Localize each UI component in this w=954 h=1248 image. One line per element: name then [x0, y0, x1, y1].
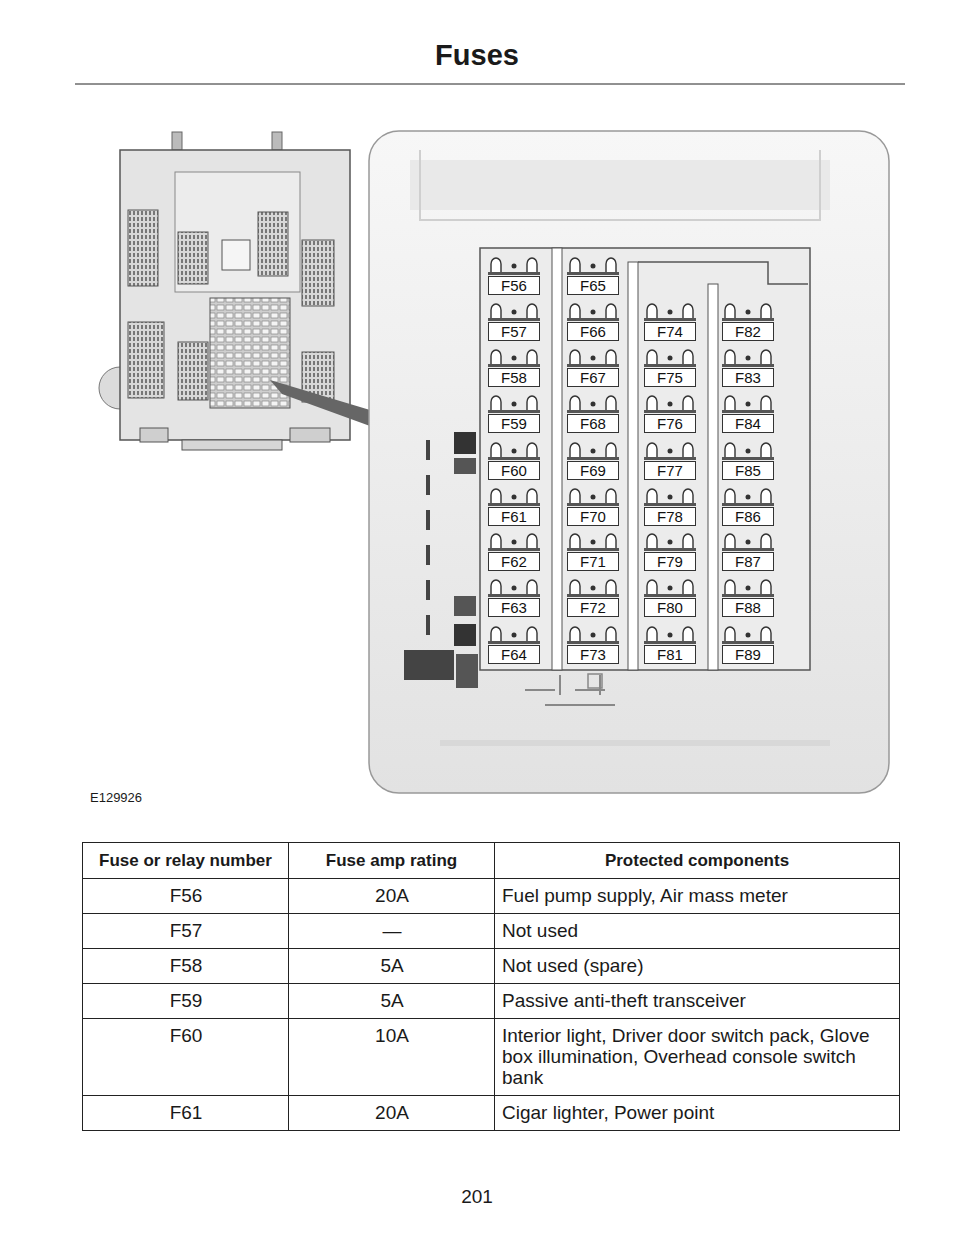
fuse-holder	[644, 443, 696, 460]
table-header: Fuse or relay number	[99, 851, 272, 870]
fuse-holder	[488, 304, 540, 321]
fuse-holder	[488, 534, 540, 551]
table-cell: Fuel pump supply, Air mass meter	[502, 885, 788, 906]
fuse-label: F72	[567, 598, 619, 617]
fuse-label: F64	[488, 645, 540, 664]
fuse-label: F67	[567, 368, 619, 387]
table-cell: F61	[170, 1102, 203, 1123]
fuse-table: Fuse or relay number Fuse amp rating Prote…	[82, 842, 900, 1131]
fuse-label: F68	[567, 414, 619, 433]
fuse-holder	[567, 489, 619, 506]
fuse-holder	[488, 489, 540, 506]
fuse-label: F76	[644, 414, 696, 433]
fuse-holder	[488, 627, 540, 644]
fuse-holder	[722, 580, 774, 597]
figure-code: E129926	[90, 790, 142, 806]
fuse-label: F65	[567, 276, 619, 295]
fuse-label: F63	[488, 598, 540, 617]
fuse-panel-detail	[369, 131, 889, 793]
fuse-holder	[567, 627, 619, 644]
fuse-label: F75	[644, 368, 696, 387]
fuse-holder	[644, 350, 696, 367]
fuse-holder	[567, 580, 619, 597]
fuse-holder	[644, 489, 696, 506]
fuse-label: F84	[722, 414, 774, 433]
fuse-label: F57	[488, 322, 540, 341]
table-cell: F56	[170, 885, 203, 906]
fuse-label: F70	[567, 507, 619, 526]
fuse-holder	[722, 304, 774, 321]
table-cell: 20A	[375, 1102, 409, 1123]
table-header: Fuse amp rating	[326, 851, 457, 870]
fuse-label: F73	[567, 645, 619, 664]
table-cell: Not used (spare)	[502, 955, 644, 976]
fuse-label: F62	[488, 552, 540, 571]
fuse-label: F74	[644, 322, 696, 341]
fuse-holder	[722, 396, 774, 413]
table-cell: 5A	[380, 990, 403, 1011]
table-cell: Not used	[502, 920, 578, 941]
table-cell: Cigar lighter, Power point	[502, 1102, 714, 1123]
fuse-holder	[567, 350, 619, 367]
fuse-label: F85	[722, 461, 774, 480]
fuse-holder	[567, 304, 619, 321]
fuse-label: F66	[567, 322, 619, 341]
fuse-label: F56	[488, 276, 540, 295]
fuse-holder	[567, 534, 619, 551]
fuse-label: F80	[644, 598, 696, 617]
fuse-holder	[644, 627, 696, 644]
fuse-label: F88	[722, 598, 774, 617]
fuse-holder	[488, 396, 540, 413]
fuse-label: F58	[488, 368, 540, 387]
fuse-label: F87	[722, 552, 774, 571]
page-number: 201	[0, 1186, 954, 1208]
fuse-label: F81	[644, 645, 696, 664]
table-cell: F60	[170, 1025, 203, 1046]
fuse-box-overview	[99, 132, 370, 450]
table-header: Protected components	[605, 851, 789, 870]
fuse-label: F78	[644, 507, 696, 526]
fuse-holder	[722, 350, 774, 367]
fuse-label: F79	[644, 552, 696, 571]
fuse-holder	[567, 396, 619, 413]
fuse-holder	[488, 580, 540, 597]
fuse-holder	[488, 443, 540, 460]
table-cell: F58	[170, 955, 203, 976]
table-cell: —	[383, 920, 402, 941]
fuse-label: F71	[567, 552, 619, 571]
fuse-holder	[644, 534, 696, 551]
fuse-holder	[722, 489, 774, 506]
fuse-holder	[488, 350, 540, 367]
fuse-label: F89	[722, 645, 774, 664]
fuse-holder	[488, 258, 540, 275]
fuse-holder	[722, 443, 774, 460]
fuse-holder	[567, 258, 619, 275]
table-cell: 5A	[380, 955, 403, 976]
fuse-label: F86	[722, 507, 774, 526]
table-cell: 20A	[375, 885, 409, 906]
table-cell: Interior light, Driver door switch pack,…	[502, 1025, 869, 1088]
table-cell: 10A	[375, 1025, 409, 1046]
fuse-holder	[722, 534, 774, 551]
table-cell: F57	[170, 920, 203, 941]
fuse-holder	[722, 627, 774, 644]
fuse-label: F59	[488, 414, 540, 433]
fuse-label: F83	[722, 368, 774, 387]
title-rule	[75, 84, 905, 85]
fuse-label: F61	[488, 507, 540, 526]
fuse-label: F82	[722, 322, 774, 341]
fuse-holder	[644, 304, 696, 321]
fuse-label: F69	[567, 461, 619, 480]
page-title: Fuses	[0, 38, 954, 72]
table-cell: F59	[170, 990, 203, 1011]
table-cell: Passive anti-theft transceiver	[502, 990, 746, 1011]
fuse-holder	[644, 396, 696, 413]
fuse-holder	[644, 580, 696, 597]
fuse-holder	[567, 443, 619, 460]
fuse-label: F77	[644, 461, 696, 480]
fuse-label: F60	[488, 461, 540, 480]
